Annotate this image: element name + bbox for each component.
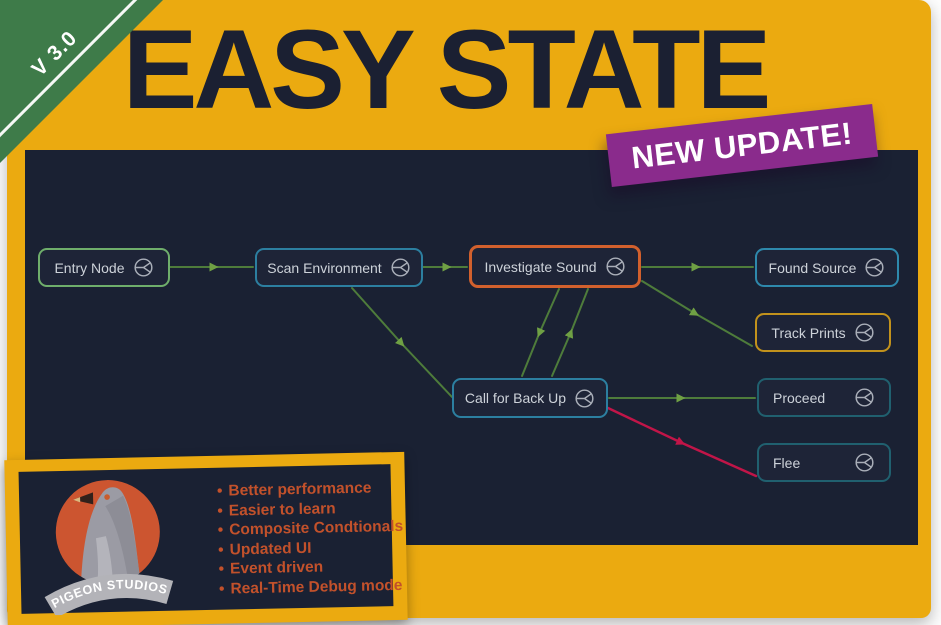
edge-call-to-investigate (551, 288, 589, 377)
state-wheel-icon (575, 388, 594, 408)
pigeon-eye (104, 494, 110, 500)
edge-scan-to-call (351, 287, 453, 398)
state-wheel-icon (391, 258, 410, 277)
bullet-icon: • (218, 541, 224, 559)
edge-investigate-to-call (521, 288, 560, 377)
state-graph-panel: Entry Node Scan Environment Investigate … (25, 150, 918, 545)
state-wheel-icon (855, 453, 874, 472)
transition-edges (169, 262, 758, 478)
feature-item: •Real-Time Debug mode (218, 576, 403, 598)
pigeon-studios-logo: PIGEON STUDIOS (44, 480, 174, 616)
state-wheel-icon (865, 258, 885, 277)
node-call-for-backup[interactable]: Call for Back Up (452, 378, 608, 418)
logo-banner: PIGEON STUDIOS (44, 571, 174, 616)
bullet-icon: • (217, 502, 224, 520)
feature-list: •Better performance •Easier to learn •Co… (217, 478, 405, 599)
node-flee-label: Flee (773, 454, 801, 471)
node-flee[interactable]: Flee (757, 443, 891, 482)
node-entry-label: Entry Node (54, 259, 125, 276)
feature-card: PIGEON STUDIOS •Better performance •Easi… (4, 451, 408, 625)
state-wheel-icon (605, 257, 625, 276)
node-scan-label: Scan Environment (267, 259, 382, 276)
node-investigate-sound[interactable]: Investigate Sound (469, 245, 641, 288)
node-track-prints[interactable]: Track Prints (755, 313, 891, 352)
node-call-label: Call for Back Up (464, 390, 567, 406)
pigeon-beak (73, 492, 94, 505)
page-title: EASY STATE (122, 7, 772, 132)
node-investigate-label: Investigate Sound (484, 258, 597, 275)
state-wheel-icon (855, 323, 874, 342)
node-scan-environment[interactable]: Scan Environment (255, 248, 423, 287)
edge-investigate-to-track (641, 280, 753, 347)
version-ribbon: V 3.0 (0, 0, 172, 172)
node-entry[interactable]: Entry Node (38, 248, 170, 287)
node-found-source[interactable]: Found Source (755, 248, 899, 287)
pigeon-icon (73, 487, 141, 586)
bullet-icon: • (217, 521, 224, 539)
state-wheel-icon (855, 388, 874, 407)
node-track-label: Track Prints (771, 324, 846, 341)
feature-item: •Composite Condtionals (217, 517, 404, 539)
edge-call-to-flee (606, 406, 758, 478)
feature-card-inner: PIGEON STUDIOS •Better performance •Easi… (18, 464, 403, 616)
bullet-icon: • (218, 580, 225, 598)
state-wheel-icon (133, 258, 153, 277)
bullet-icon: • (218, 560, 225, 578)
node-proceed[interactable]: Proceed (757, 378, 891, 417)
node-proceed-label: Proceed (773, 389, 826, 406)
node-found-label: Found Source (768, 259, 857, 276)
bullet-icon: • (216, 482, 223, 500)
